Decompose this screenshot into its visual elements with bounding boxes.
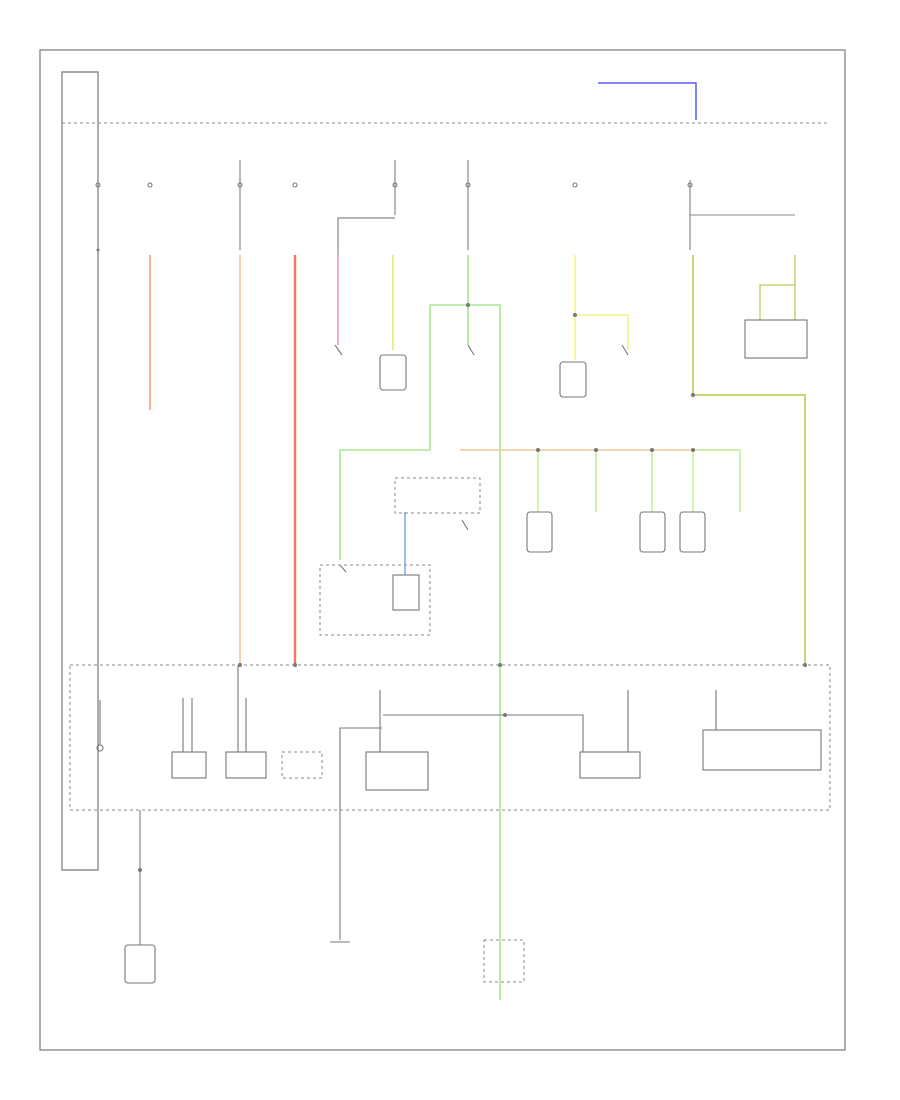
fuse-drops	[95, 123, 693, 250]
wire-olive	[692, 255, 806, 665]
splice-points	[96, 248, 807, 872]
wire-olive-right	[759, 255, 796, 320]
wire-green-long	[468, 304, 501, 1000]
diagram-frame	[39, 49, 846, 1051]
wire-green-loop	[339, 304, 468, 560]
component-d	[639, 511, 666, 553]
wire-lime-drops	[537, 449, 741, 512]
wire-gray-connector	[337, 217, 395, 255]
component-group-mid	[379, 319, 808, 611]
power-source-box	[61, 71, 99, 871]
switch-symbols	[334, 344, 629, 573]
bottom-component-left	[124, 944, 156, 984]
component-c	[526, 511, 553, 553]
component-group-box	[319, 564, 431, 636]
component-a	[379, 354, 407, 391]
component-g	[744, 319, 808, 359]
component-f	[392, 574, 420, 611]
wire-blue-top	[598, 82, 697, 120]
component-b	[559, 361, 587, 398]
component-e	[679, 511, 706, 553]
wire-yellow	[574, 255, 629, 360]
connector-box	[394, 477, 481, 514]
bottom-component-right	[483, 939, 525, 983]
lower-components	[96, 665, 822, 810]
